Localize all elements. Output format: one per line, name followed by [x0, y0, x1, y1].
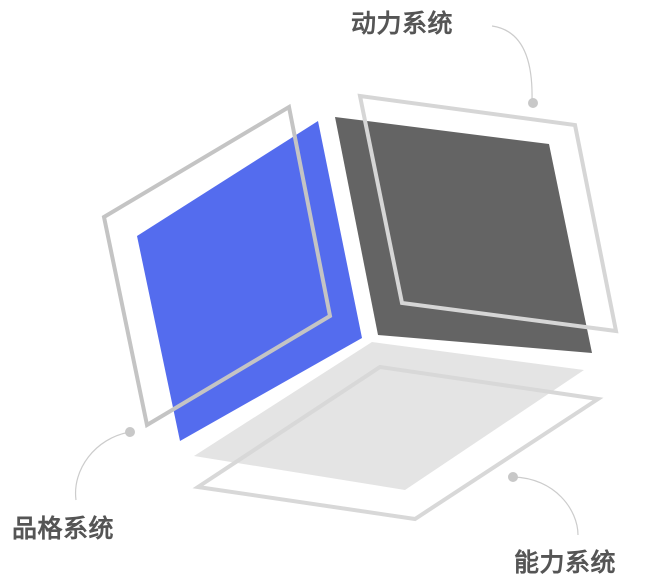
connector-dot-brand-system: [125, 427, 135, 437]
connector-dot-capability-system: [508, 472, 518, 482]
connector-power-system: [491, 25, 533, 101]
right-frame: [357, 93, 619, 334]
connector-brand-system: [74, 431, 131, 501]
bottom-face: [194, 342, 584, 490]
right-face: [335, 117, 592, 353]
brand-system-label: 品格系统: [12, 514, 115, 543]
power-system-label: 动力系统: [351, 9, 454, 38]
connector-dot-power-system: [528, 98, 538, 108]
left-frame: [101, 103, 333, 429]
connector-capability-system: [512, 476, 579, 536]
capability-system-label: 能力系统: [514, 548, 617, 577]
bottom-frame: [192, 364, 604, 522]
